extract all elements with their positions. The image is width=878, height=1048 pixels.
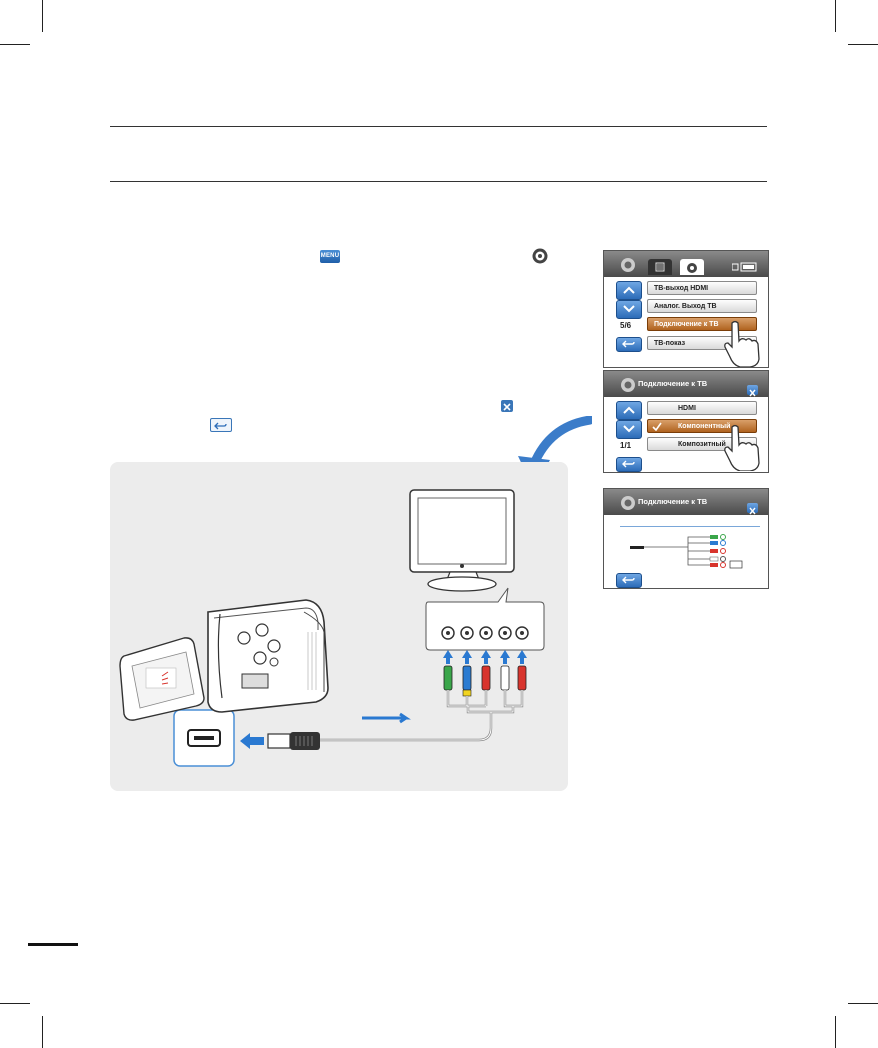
checkmark-icon bbox=[652, 422, 662, 431]
panel-title: Подключение к ТВ bbox=[638, 497, 708, 506]
gear-icon bbox=[621, 496, 635, 510]
back-button[interactable] bbox=[616, 573, 642, 588]
page-indicator: 5/6 bbox=[620, 321, 632, 330]
option-label: Композитный bbox=[678, 441, 726, 448]
divider bbox=[620, 526, 760, 527]
crop-mark bbox=[0, 44, 30, 45]
panel-header: Подключение к ТВ bbox=[604, 371, 768, 397]
menu-item-label: ТВ-выход HDMI bbox=[654, 285, 709, 292]
component-cable-diagram bbox=[630, 534, 743, 569]
menu-button-icon: MENU bbox=[320, 250, 340, 263]
menu-item-label: Аналог. Выход ТВ bbox=[654, 303, 717, 310]
battery-icon bbox=[732, 262, 757, 272]
crop-mark bbox=[848, 1003, 878, 1004]
camcorder-tv-connection-diagram bbox=[119, 489, 545, 767]
option-hdmi[interactable]: HDMI bbox=[647, 401, 757, 415]
gear-icon bbox=[532, 248, 548, 264]
scroll-up-button[interactable] bbox=[616, 401, 642, 420]
menu-screen-panel: 5/6 ТВ-выход HDMI Аналог. Выход ТВ Подкл… bbox=[603, 250, 769, 368]
crop-mark bbox=[42, 1016, 43, 1048]
menu-item-analog-output[interactable]: Аналог. Выход ТВ bbox=[647, 299, 757, 313]
option-composite[interactable]: Композитный bbox=[647, 437, 757, 451]
crop-mark bbox=[835, 1016, 836, 1048]
gear-icon bbox=[621, 378, 635, 392]
hand-pointer-icon bbox=[724, 424, 760, 471]
panel-header: Подключение к ТВ bbox=[604, 489, 768, 515]
connection-guide-panel: Подключение к ТВ bbox=[603, 488, 769, 589]
option-component[interactable]: Компонентный bbox=[647, 419, 757, 433]
tab-settings[interactable] bbox=[680, 259, 704, 275]
crop-mark bbox=[42, 0, 43, 32]
back-button[interactable] bbox=[616, 337, 642, 352]
scroll-down-button[interactable] bbox=[616, 420, 642, 439]
page-number-bar bbox=[28, 943, 78, 946]
tab-playback-menu[interactable] bbox=[648, 259, 672, 275]
scroll-up-button[interactable] bbox=[616, 281, 642, 300]
menu-item-tv-connection[interactable]: Подключение к ТВ bbox=[647, 317, 757, 331]
back-icon bbox=[210, 418, 232, 432]
av-input-jacks bbox=[441, 626, 529, 640]
menu-item-label: ТВ-показ bbox=[654, 340, 686, 347]
close-button[interactable] bbox=[747, 503, 758, 515]
menu-item-hdmi-output[interactable]: ТВ-выход HDMI bbox=[647, 281, 757, 295]
panel-title: Подключение к ТВ bbox=[638, 379, 708, 388]
camcorder-icon bbox=[119, 599, 329, 721]
menu-item-label: Подключение к ТВ bbox=[654, 321, 719, 328]
crop-mark bbox=[0, 1003, 30, 1004]
header-rule-bottom bbox=[110, 181, 767, 182]
panel-header bbox=[604, 251, 768, 277]
tv-connection-screen-panel: Подключение к ТВ 1/1 HDMI Компонентный К… bbox=[603, 370, 769, 473]
back-button[interactable] bbox=[616, 457, 642, 472]
gear-icon bbox=[621, 258, 635, 272]
option-label: Компонентный bbox=[678, 423, 731, 430]
hand-pointer-icon bbox=[724, 320, 760, 367]
page-indicator: 1/1 bbox=[620, 441, 632, 450]
tv-icon bbox=[409, 489, 515, 592]
crop-mark bbox=[848, 44, 878, 45]
option-label: HDMI bbox=[678, 405, 696, 412]
header-rule-top bbox=[110, 126, 767, 127]
scroll-down-button[interactable] bbox=[616, 300, 642, 319]
close-icon bbox=[501, 400, 513, 412]
close-button[interactable] bbox=[747, 385, 758, 397]
crop-mark bbox=[835, 0, 836, 32]
